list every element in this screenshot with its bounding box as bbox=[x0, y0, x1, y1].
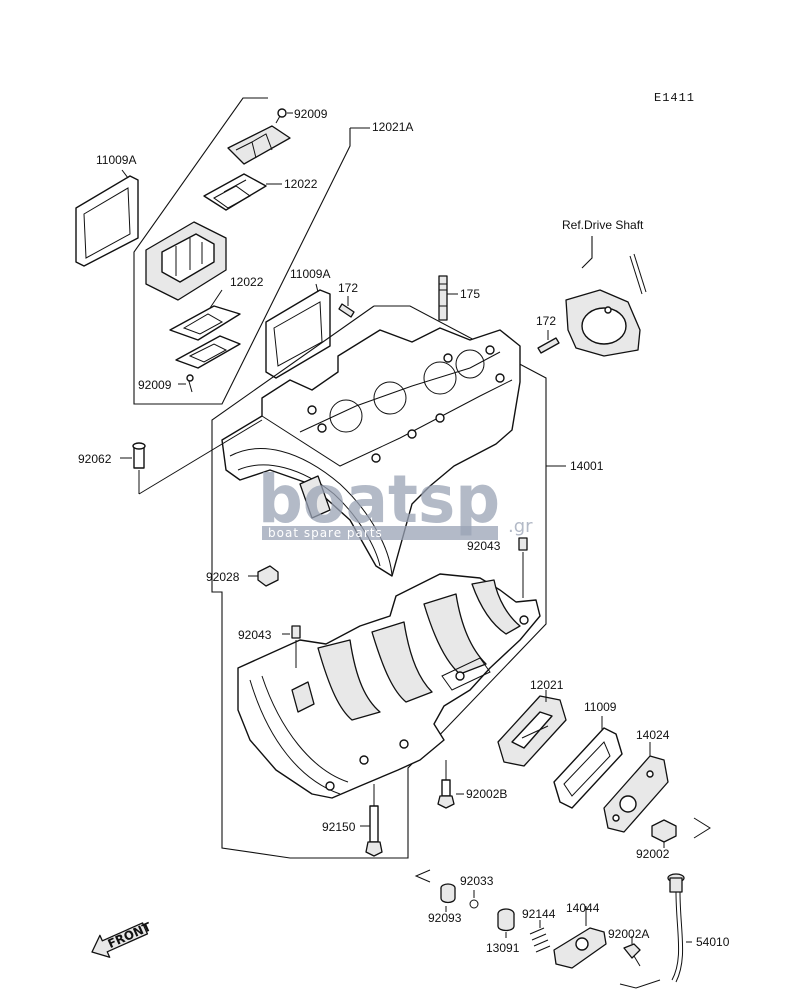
label-92043-right: 92043 bbox=[467, 539, 501, 553]
label-11009A-left: 11009A bbox=[96, 153, 136, 167]
label-12021: 12021 bbox=[530, 678, 564, 692]
reed-valve-assembly-group bbox=[133, 97, 370, 405]
label-12021A: 12021A bbox=[372, 120, 413, 134]
part-12022-lower-reed[interactable] bbox=[169, 289, 241, 369]
front-direction-arrow: FRONT bbox=[91, 919, 154, 958]
part-92144-spring[interactable] bbox=[529, 920, 551, 953]
label-175: 175 bbox=[460, 287, 480, 301]
part-11009A-left-gasket[interactable] bbox=[75, 169, 139, 267]
label-172-right: 172 bbox=[536, 314, 556, 328]
part-14001-upper-crankcase[interactable] bbox=[221, 327, 521, 577]
label-12022-top: 12022 bbox=[284, 177, 318, 191]
part-number-labels: 92009 12021A 11009A 12022 12022 11009A 1… bbox=[78, 107, 730, 955]
part-92093-collar[interactable] bbox=[414, 869, 456, 912]
part-12021-cover-reed[interactable] bbox=[497, 690, 567, 767]
part-92150-bolt[interactable] bbox=[360, 784, 383, 857]
label-14024: 14024 bbox=[636, 728, 670, 742]
label-92062: 92062 bbox=[78, 452, 112, 466]
label-92150: 92150 bbox=[322, 820, 356, 834]
label-13091: 13091 bbox=[486, 941, 520, 955]
part-92043-left-dowel[interactable] bbox=[282, 625, 301, 668]
label-172-left: 172 bbox=[338, 281, 358, 295]
part-92009-top-screw[interactable] bbox=[275, 108, 293, 124]
watermark-suffix: .gr bbox=[508, 516, 533, 537]
part-12022-upper-reed[interactable] bbox=[203, 173, 282, 211]
label-92093: 92093 bbox=[428, 911, 462, 925]
part-11009A-mid-gasket[interactable] bbox=[265, 283, 331, 379]
part-92033-oring[interactable] bbox=[469, 890, 479, 909]
part-13091-plunger[interactable] bbox=[497, 908, 515, 938]
watermark: boatsp boat spare parts .gr bbox=[258, 461, 533, 540]
label-92144: 92144 bbox=[522, 907, 556, 921]
part-lower-crankcase[interactable] bbox=[237, 573, 541, 799]
label-54010: 54010 bbox=[696, 935, 730, 949]
label-11009: 11009 bbox=[584, 700, 617, 714]
watermark-tagline: boat spare parts bbox=[268, 526, 383, 540]
label-14044: 14044 bbox=[566, 901, 600, 915]
part-92062-dowel[interactable] bbox=[120, 419, 263, 495]
part-175-stud[interactable] bbox=[438, 275, 458, 321]
label-92043-left: 92043 bbox=[238, 628, 272, 642]
part-reed-block[interactable] bbox=[145, 221, 227, 301]
watermark-brand: boatsp bbox=[258, 461, 500, 538]
part-92002B-bolt[interactable] bbox=[437, 760, 464, 809]
drive-shaft-reference bbox=[565, 236, 647, 357]
part-92002-bolt[interactable] bbox=[651, 817, 711, 848]
label-11009A-mid: 11009A bbox=[290, 267, 330, 281]
label-ref-drive-shaft: Ref.Drive Shaft bbox=[562, 218, 644, 232]
label-92002A: 92002A bbox=[608, 927, 649, 941]
part-92002A-bolt[interactable] bbox=[623, 936, 641, 967]
label-92009-top: 92009 bbox=[294, 107, 328, 121]
part-11009-gasket[interactable] bbox=[553, 716, 623, 809]
label-92028: 92028 bbox=[206, 570, 240, 584]
crankcase-assembly-frame bbox=[211, 305, 566, 859]
part-54010-cable[interactable] bbox=[619, 873, 692, 989]
part-92028-plug[interactable] bbox=[248, 565, 279, 587]
diagram-code: E1411 bbox=[654, 91, 695, 105]
part-14044-cap[interactable] bbox=[553, 906, 607, 969]
part-92043-right-dowel[interactable] bbox=[518, 537, 528, 598]
front-arrow-label: FRONT bbox=[106, 919, 154, 951]
part-reed-stopper[interactable] bbox=[227, 125, 291, 165]
part-172-right-stud[interactable] bbox=[537, 330, 560, 354]
part-14024-cover[interactable] bbox=[603, 742, 669, 833]
label-92002B: 92002B bbox=[466, 787, 507, 801]
label-92033: 92033 bbox=[460, 874, 494, 888]
label-14001: 14001 bbox=[570, 459, 604, 473]
label-12022-mid: 12022 bbox=[230, 275, 264, 289]
part-92009-bottom-screw[interactable] bbox=[178, 374, 194, 393]
label-92009-bottom: 92009 bbox=[138, 378, 172, 392]
label-92002: 92002 bbox=[636, 847, 670, 861]
part-172-left-stud[interactable] bbox=[338, 296, 355, 318]
